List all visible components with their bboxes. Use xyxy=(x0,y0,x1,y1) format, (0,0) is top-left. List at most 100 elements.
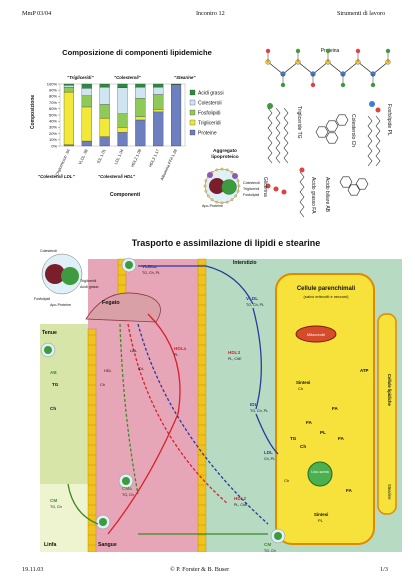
vldla-label: VLDLa xyxy=(142,264,157,269)
legend-swatch xyxy=(189,109,196,116)
steroid-ring xyxy=(325,120,339,132)
bar-segment-proteine xyxy=(63,144,74,147)
transport-svg: Trasporto e assimilazione di lipidi e st… xyxy=(34,238,402,552)
fa-label: FA xyxy=(306,420,313,425)
carboxyl xyxy=(299,167,305,173)
bar-segment-fosfolipidi xyxy=(63,86,74,93)
fa-label: FA xyxy=(332,406,339,411)
side-atom xyxy=(325,48,331,54)
phospholipid-head xyxy=(220,201,224,205)
bar-segment-proteine xyxy=(117,132,128,147)
y-tick-label: 80% xyxy=(49,94,57,99)
hdl-dashed-arrow xyxy=(137,323,269,525)
lipid-cell xyxy=(377,313,397,515)
agg-part-label: Colesteroli xyxy=(40,249,57,253)
hdla-label: HDLa xyxy=(174,346,186,351)
bottom-label-ldl: "Colesteroli LDL" xyxy=(38,174,76,179)
category-label: HDL3 1.17 xyxy=(148,148,161,168)
steroid-ring xyxy=(315,126,329,138)
atp-label: ATP xyxy=(360,368,369,373)
steroid-ring xyxy=(325,132,339,144)
lipoprotein-particle-core xyxy=(125,261,133,269)
phospholipid-head xyxy=(204,179,208,183)
phospholipid-head xyxy=(203,184,207,188)
phospholipid-head xyxy=(234,194,238,198)
y-tick-label: 70% xyxy=(49,100,57,105)
cm-label: CM xyxy=(264,542,271,547)
category-label: IDL 1.01 xyxy=(96,148,107,164)
intestine-blood-wall xyxy=(87,328,97,552)
bar-segment-acidi-grassi xyxy=(135,83,146,88)
fa-label: FA xyxy=(346,488,353,493)
header-course: MmP 03/04 xyxy=(22,10,52,17)
stearine-label: Stearine xyxy=(387,484,392,500)
sintesi2-label: Sintesi xyxy=(314,512,328,517)
aggregate-part: Apo-Proteine xyxy=(202,204,223,208)
aggregate-part: Colesteroli xyxy=(243,181,260,185)
phospholipid-head xyxy=(230,170,234,174)
category-label: Chylomicron .94 xyxy=(54,148,71,177)
agg-part-label: Trigliceridi xyxy=(80,279,96,283)
side-atom xyxy=(385,48,391,54)
region-liver: Fegato xyxy=(102,300,120,306)
hdl3-sub: PL, ChE xyxy=(228,357,242,361)
bar-segment-acidi-grassi xyxy=(153,83,164,88)
chart-svg: 0%10%20%30%40%50%60%70%80%90%100%Composi… xyxy=(30,75,260,208)
vldla-sub: TG, Ch, PL xyxy=(142,271,160,275)
phospholipid-head xyxy=(204,189,208,193)
vldl-idl-arrow xyxy=(252,307,262,410)
ldl-label: LDL xyxy=(264,450,273,455)
fatty-acid-chain xyxy=(299,171,305,218)
glycerine-label: Glicerina xyxy=(262,177,268,197)
y-tick-label: 20% xyxy=(49,131,57,136)
category-label: VLDL .98 xyxy=(77,148,89,166)
lysosome-label: Liso-soma xyxy=(311,470,329,474)
category-label: LDL 1.04 xyxy=(113,148,125,165)
aggregate-part: Fosfolipidi xyxy=(243,193,259,197)
diagram-title: Trasporto e assimilazione di lipidi e st… xyxy=(132,238,321,248)
bar-segment-colesteroli xyxy=(63,85,74,88)
lipid-transport-diagram: Trasporto e assimilazione di lipidi e st… xyxy=(28,234,402,552)
bar-segment-trigliceridi xyxy=(135,116,146,121)
phospholipid-head xyxy=(230,198,234,202)
bar-segment-fosfolipidi xyxy=(117,113,128,128)
fa-label: FA xyxy=(338,436,345,441)
footer-page: 1/3 xyxy=(380,566,388,573)
header-session: Incontro 12 xyxy=(196,10,225,17)
steroid-ring xyxy=(335,114,349,126)
region-intestine: Tenue xyxy=(42,330,57,336)
lymph-arrow xyxy=(67,483,99,525)
top-label-colesteroli: "Colesteroli" xyxy=(114,75,142,80)
y-tick-label: 30% xyxy=(49,125,57,130)
top-label-stearine: "Stearine" xyxy=(174,75,196,80)
bar-segment-proteine xyxy=(135,119,146,147)
idl-ldl-arrow xyxy=(255,413,279,455)
bar-segment-proteine xyxy=(99,136,110,147)
hdl-label-liver: HDL xyxy=(104,369,112,373)
lipoprotein-particle-core xyxy=(274,532,282,540)
side-atom xyxy=(280,82,286,88)
lipoprotein-particle-core xyxy=(44,346,52,354)
bar-segment-trigliceridi xyxy=(153,109,164,113)
ldl-sub: Ch, PL xyxy=(264,457,275,461)
fatty-acid-label: Acido grasso FA xyxy=(310,177,316,214)
idl-dashed-arrow xyxy=(119,323,139,495)
cma-arrow xyxy=(107,413,179,535)
blood-interstitium-wall xyxy=(197,258,207,552)
phosphate-head xyxy=(369,101,375,107)
bar-segment-proteine xyxy=(81,140,92,147)
side-atom xyxy=(295,48,301,54)
phospholipid-tail xyxy=(375,115,381,167)
agg-part-label: Fosfolipidi xyxy=(34,297,50,301)
legend-label: Proteine xyxy=(198,131,217,137)
apoprotein xyxy=(232,173,238,179)
fatty-chain xyxy=(283,107,289,164)
fatty-chain xyxy=(267,107,273,164)
glycerol-atom xyxy=(267,103,273,109)
apoprotein xyxy=(207,172,213,178)
diagram-aggregate-core xyxy=(45,264,65,284)
legend-label: Trigliceridi xyxy=(198,121,221,127)
idl-label-liver: IDL xyxy=(138,367,144,371)
